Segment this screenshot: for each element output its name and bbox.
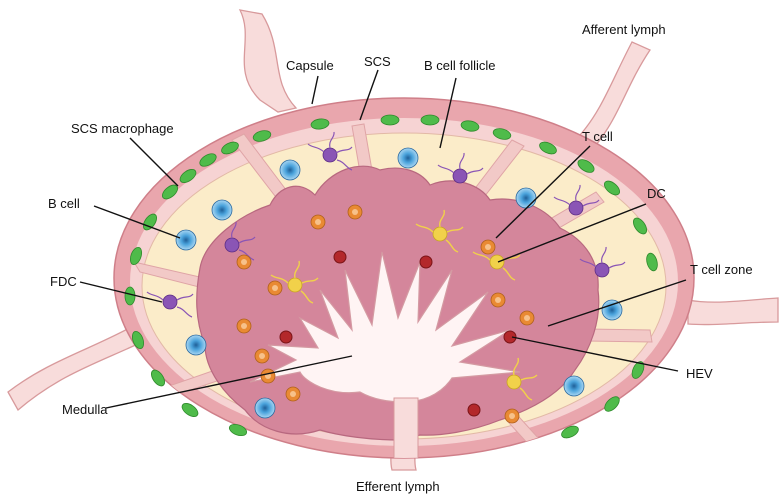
label-dc: DC	[647, 186, 666, 201]
label-efferent-lymph: Efferent lymph	[356, 479, 440, 494]
label-t-cell-zone: T cell zone	[690, 262, 753, 277]
label-t-cell: T cell	[582, 129, 613, 144]
label-afferent-lymph: Afferent lymph	[582, 22, 666, 37]
afferent-vessel-right	[688, 298, 778, 325]
label-scs-macrophage: SCS macrophage	[71, 121, 174, 136]
label-capsule: Capsule	[286, 58, 334, 73]
label-medulla: Medulla	[62, 402, 108, 417]
label-b-cell-follicle: B cell follicle	[424, 58, 496, 73]
label-scs: SCS	[364, 54, 391, 69]
label-fdc: FDC	[50, 274, 77, 289]
label-b-cell: B cell	[48, 196, 80, 211]
afferent-vessel-left	[8, 325, 142, 410]
label-hev: HEV	[686, 366, 713, 381]
